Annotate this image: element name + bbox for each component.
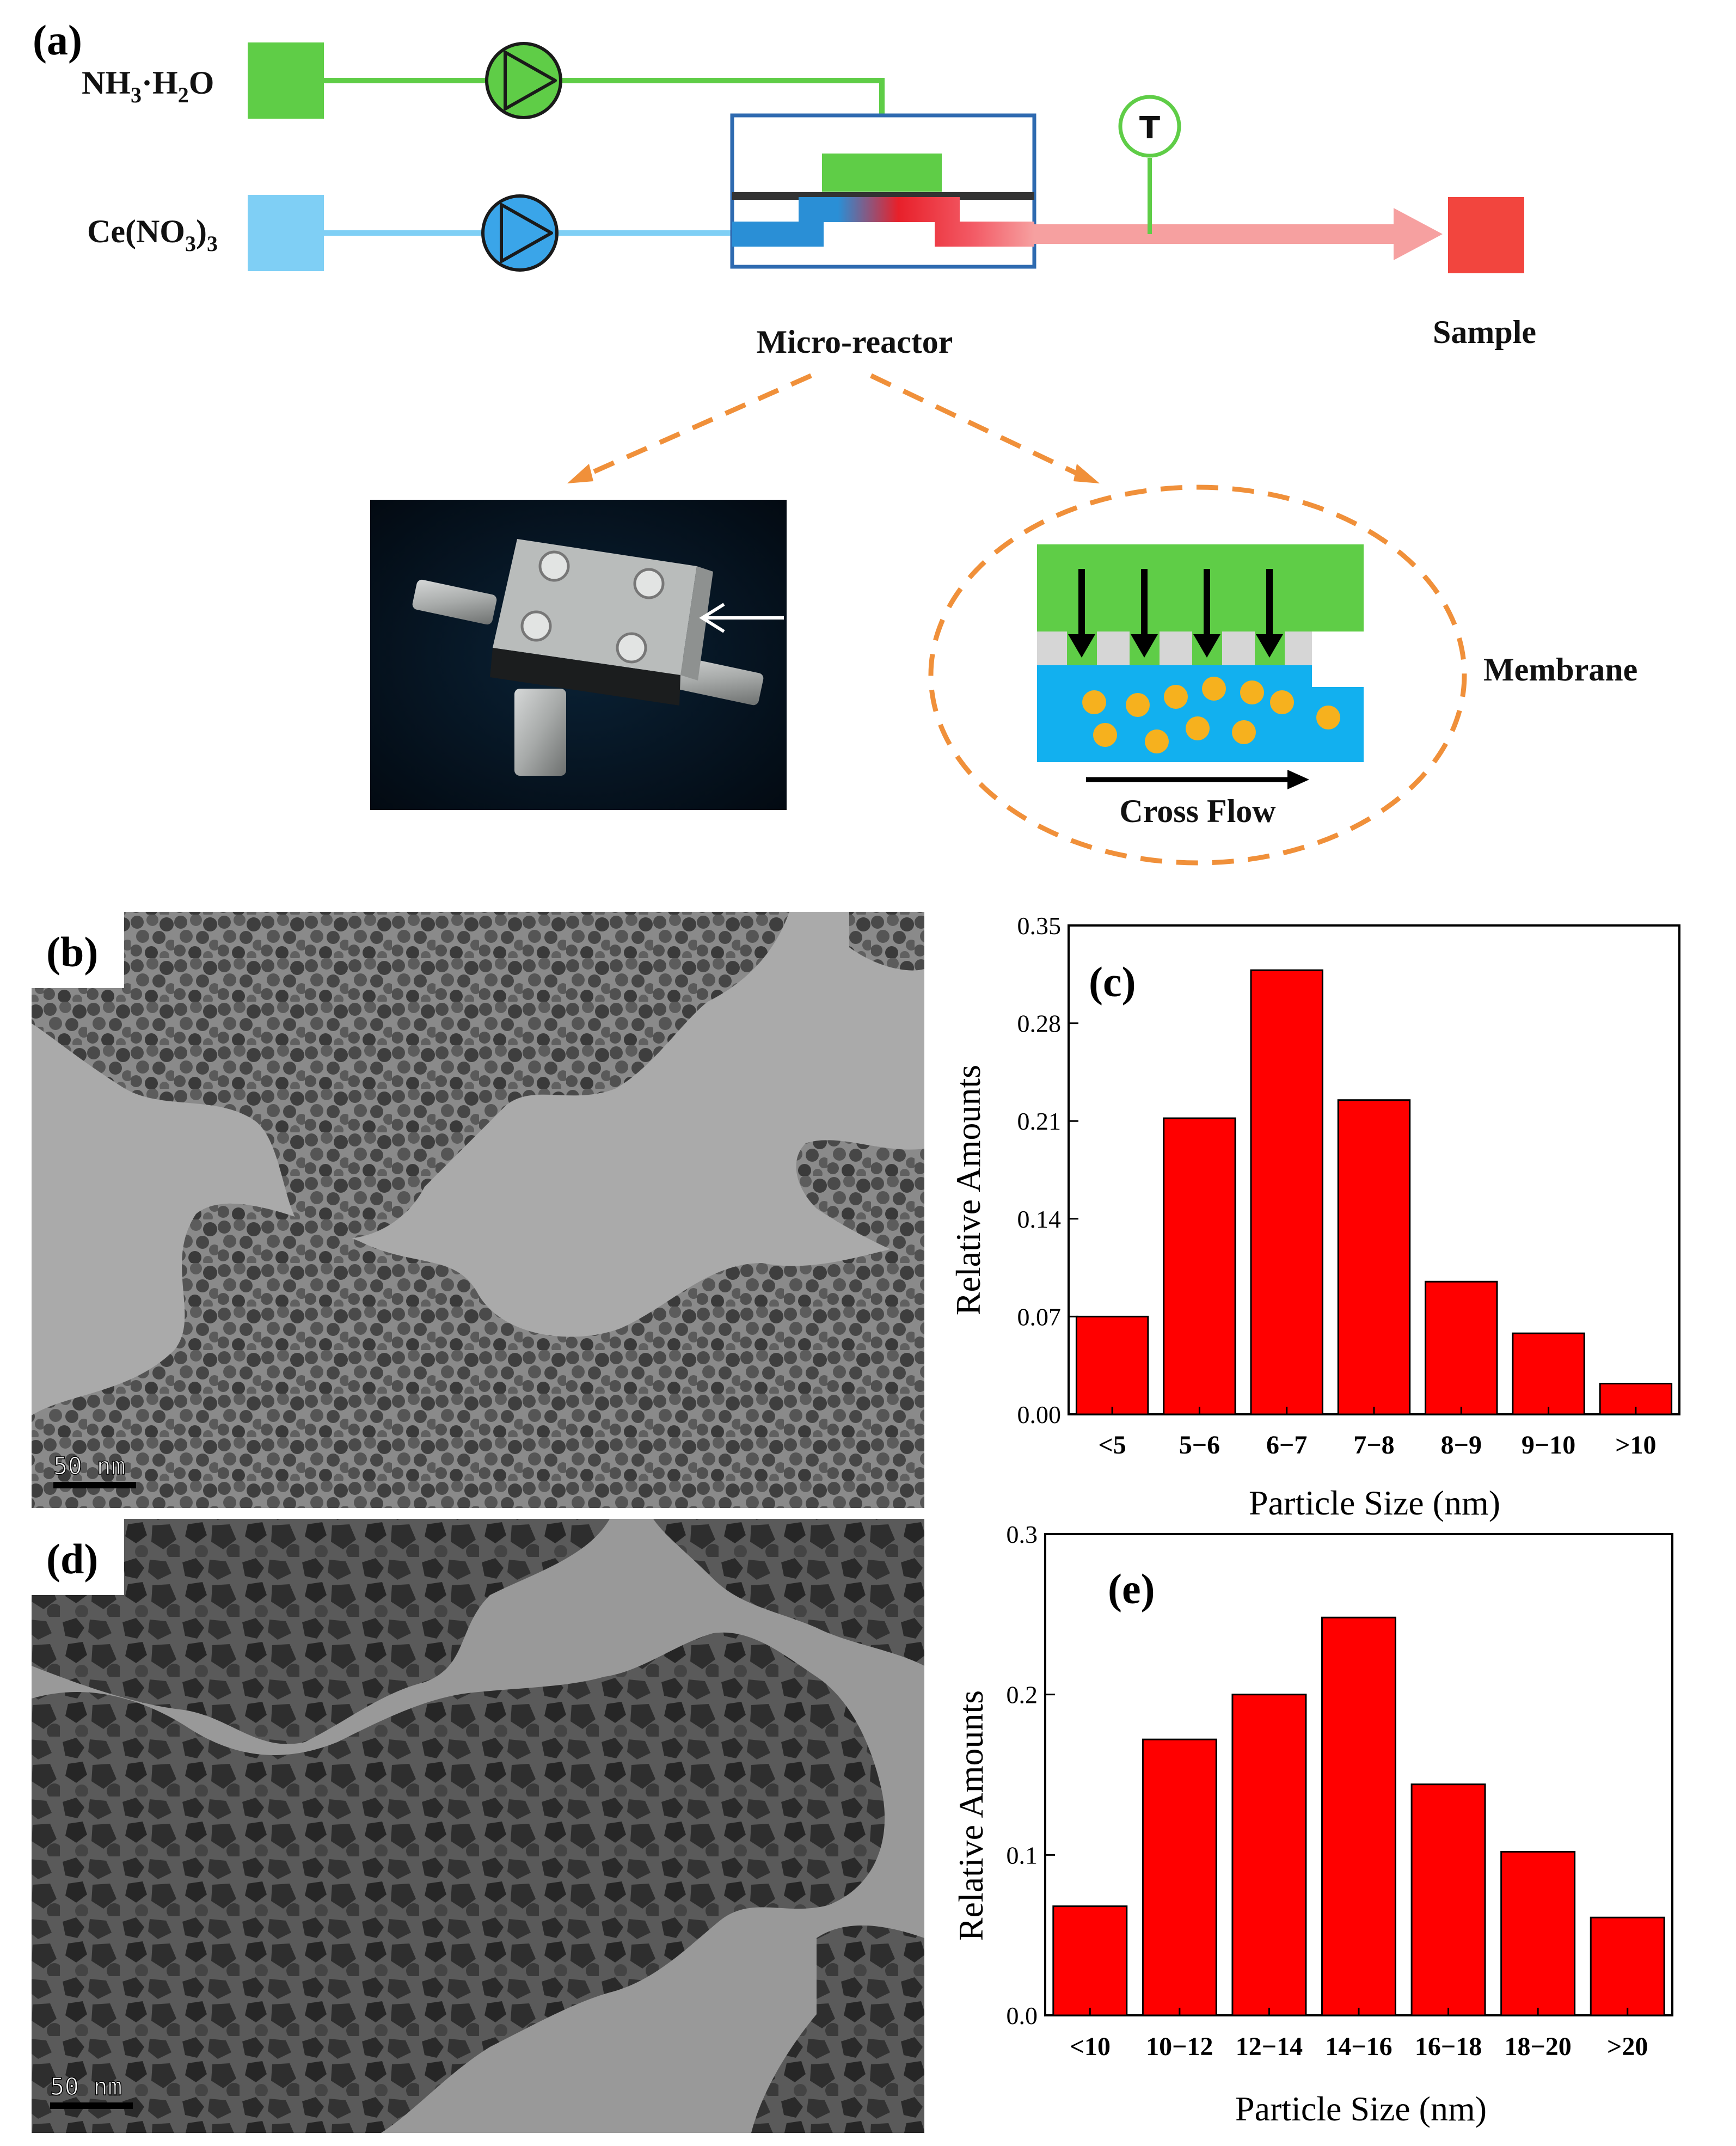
pump-blue-icon [481, 194, 559, 272]
chart-e-ytick-label-2: 0.2 [1007, 1681, 1038, 1709]
chart-c: (c) Relative Amounts Particle Size (nm) … [949, 912, 1680, 1522]
chart-e-ytick-label-3: 0.3 [1007, 1520, 1038, 1548]
chart-c-panel-label: (c) [1089, 958, 1136, 1005]
panel-b-label: (b) [46, 928, 98, 976]
chart-c-xtick-label-2: 6−7 [1266, 1431, 1307, 1460]
pump-green-icon [485, 42, 562, 119]
chart-c-bar-4 [1425, 1280, 1498, 1415]
chart-c-xlabel: Particle Size (nm) [1249, 1483, 1500, 1522]
chart-c-bar-5 [1512, 1332, 1585, 1415]
tem-particles-d [32, 1519, 924, 2133]
reactor-photo [370, 500, 787, 810]
micro-reactor-schematic [730, 113, 1036, 269]
panel-d: (d) 50 nm [32, 1519, 924, 2133]
chart-e-xtick-label-3: 14−16 [1325, 2032, 1392, 2061]
scalebar-b-label: 50 nm [53, 1452, 125, 1480]
chart-e-bar-2 [1231, 1694, 1307, 2016]
chart-e-xtick-label-1: 10−12 [1146, 2032, 1213, 2061]
chart-e-bar-0 [1052, 1905, 1128, 2016]
product-flow-arrow [1034, 208, 1443, 260]
nh3-label: NH3·H2O [82, 65, 214, 107]
chart-e-ytick-label-1: 0.1 [1007, 1841, 1038, 1869]
chart-c-ytick-label-3: 0.21 [1017, 1107, 1062, 1135]
chart-e-xlabel: Particle Size (nm) [1235, 2089, 1487, 2128]
chart-e-xtick-label-0: <10 [1070, 2032, 1111, 2061]
chart-e-bar-5 [1500, 1850, 1576, 2016]
micro-reactor-label: Micro-reactor [757, 324, 953, 360]
chart-c-xtick-label-3: 7−8 [1353, 1431, 1394, 1460]
membrane-detail [1037, 544, 1364, 789]
chart-e-xtick-label-4: 16−18 [1415, 2032, 1482, 2061]
temperature-label: T [1139, 111, 1160, 146]
temperature-sensor-icon: T [1118, 95, 1181, 234]
panel-a: (a) NH3·H2O Ce(NO3)3 [33, 16, 1637, 866]
chart-e-ylabel: Relative Amounts [952, 1690, 990, 1941]
arrow-head-left [567, 464, 593, 483]
chart-c-ytick-label-1: 0.07 [1017, 1303, 1062, 1330]
chart-e-bar-3 [1321, 1616, 1396, 2016]
tem-particles-b [32, 912, 924, 1508]
crossflow-label: Cross Flow [1119, 793, 1276, 829]
chart-c-ytick-label-5: 0.35 [1017, 912, 1062, 940]
chart-e-xtick-label-5: 18−20 [1504, 2032, 1571, 2061]
chart-c-xtick-label-4: 8−9 [1441, 1431, 1482, 1460]
chart-c-xtick-label-1: 5−6 [1179, 1431, 1220, 1460]
scalebar-d [50, 2102, 133, 2109]
panel-d-label: (d) [46, 1535, 98, 1583]
chart-e-panel-label: (e) [1108, 1565, 1155, 1612]
nh3-source-box [248, 42, 324, 119]
chart-c-bar-3 [1337, 1099, 1411, 1415]
ce-source-box [248, 195, 324, 271]
chart-e-xtick-label-6: >20 [1607, 2032, 1648, 2061]
chart-c-ytick-label-4: 0.28 [1017, 1010, 1062, 1038]
chart-c-xtick-label-0: <5 [1098, 1431, 1126, 1460]
chart-c-ylabel: Relative Amounts [949, 1065, 987, 1315]
chart-c-bar-2 [1250, 969, 1323, 1415]
chart-c-ytick-label-2: 0.14 [1017, 1205, 1062, 1233]
chart-c-ytick-label-0: 0.00 [1017, 1401, 1062, 1428]
chart-e-bar-1 [1142, 1738, 1217, 2016]
scalebar-d-label: 50 nm [50, 2073, 122, 2101]
chart-e-bar-6 [1590, 1916, 1665, 2016]
chart-c-xtick-label-6: >10 [1615, 1431, 1656, 1460]
ce-label: Ce(NO3)3 [87, 213, 218, 256]
membrane-label: Membrane [1483, 652, 1637, 688]
chart-c-bar-0 [1075, 1315, 1149, 1415]
scalebar-b [53, 1482, 136, 1488]
sample-label: Sample [1433, 314, 1536, 350]
chart-e-xtick-label-2: 12−14 [1236, 2032, 1303, 2061]
chart-e: (e) Relative Amounts Particle Size (nm) … [952, 1520, 1673, 2128]
panel-b: (b) 50 nm [32, 912, 924, 1508]
zoom-arrows [576, 373, 1090, 482]
arrow-head-right [1074, 464, 1100, 483]
membrane-zoom-ellipse [928, 485, 1467, 866]
sample-box [1448, 197, 1524, 273]
chart-c-bar-1 [1163, 1117, 1236, 1415]
panel-a-label: (a) [33, 16, 82, 64]
chart-e-ytick-label-0: 0.0 [1007, 2002, 1038, 2029]
chart-c-xtick-label-5: 9−10 [1522, 1431, 1575, 1460]
chart-e-bar-4 [1410, 1783, 1486, 2016]
